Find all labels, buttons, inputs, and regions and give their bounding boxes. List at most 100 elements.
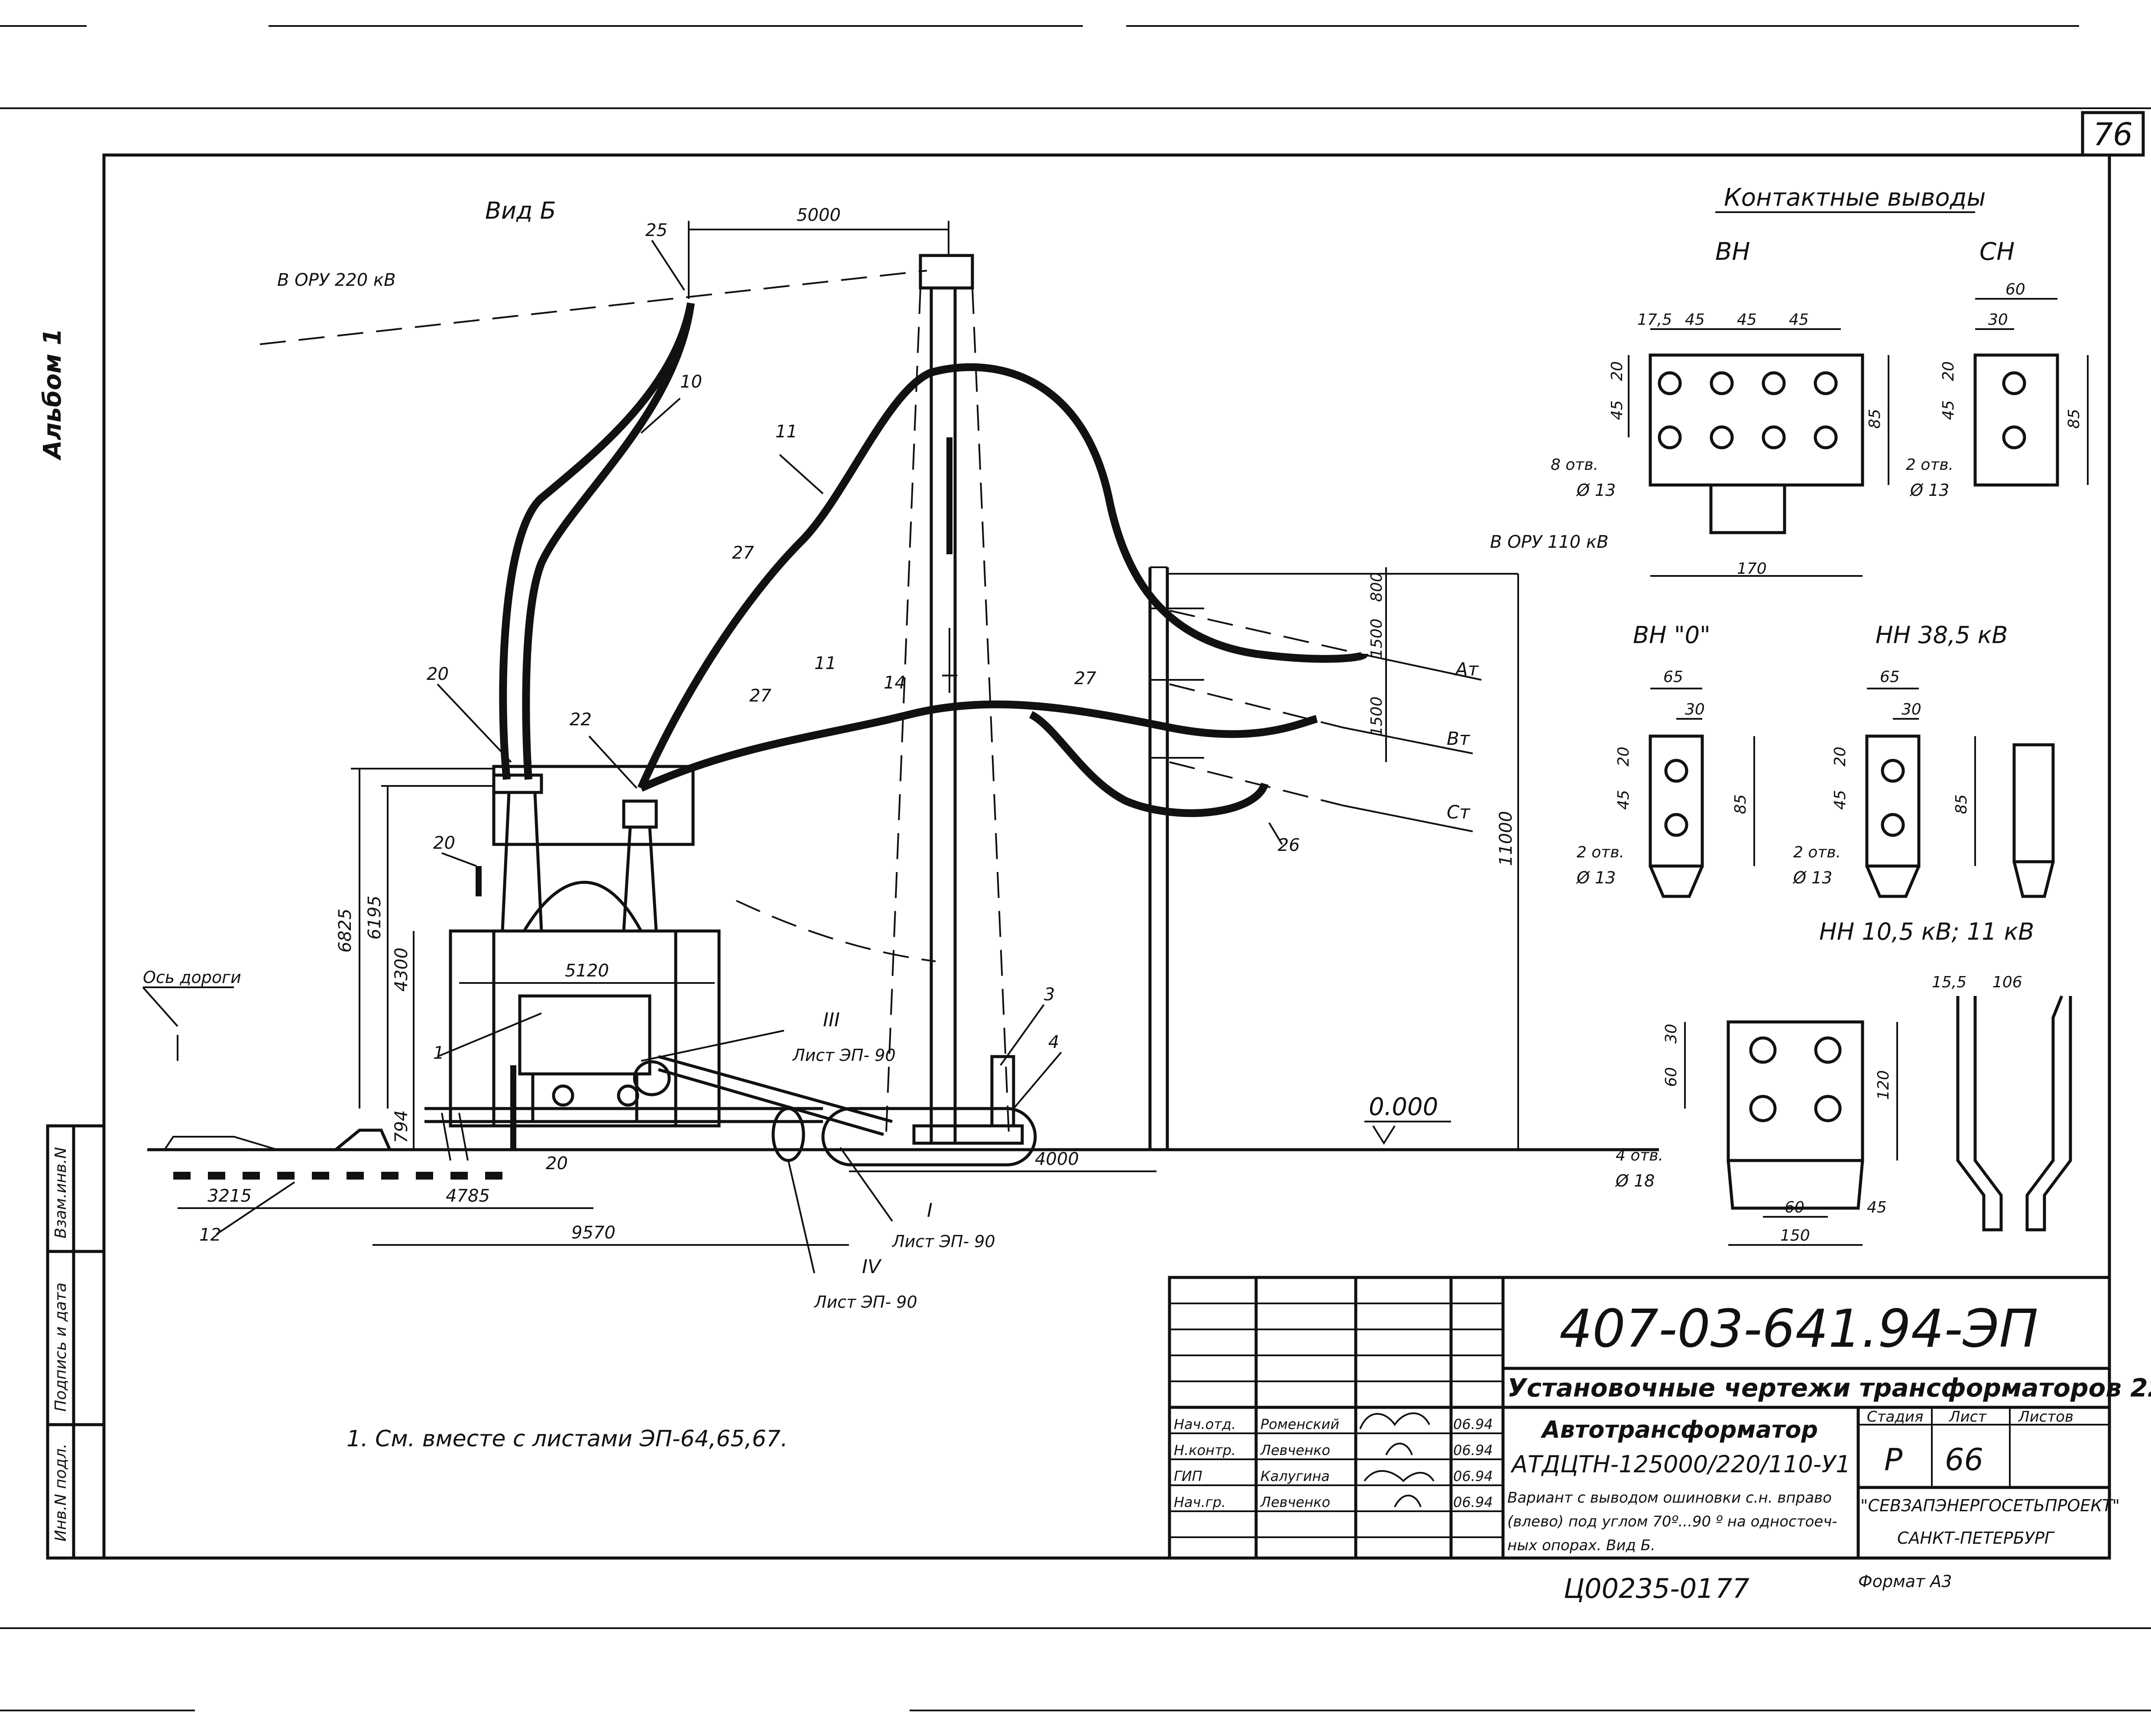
vn0-dim-2: 30 [1685,701,1705,718]
callout-10: 10 [680,372,702,392]
sheet-frame [102,153,2111,1560]
scan-edge-lines [0,25,2151,1711]
sn-dim-1: 60 [2005,281,2025,298]
variant-line-3: ных опорах. Вид Б. [1507,1537,1655,1554]
sheets-header: Листов [2018,1408,2073,1426]
vn0-dim-3: 20 [1615,747,1633,766]
sn-dim-4: 45 [1940,400,1957,420]
terminal-vn: ВН 17,5 45 45 45 20 45 85 170 8 отв. Ø 1… [1551,238,1889,578]
sn-dim-3: 20 [1940,361,1957,381]
nn105-title: НН 10,5 кВ; 11 кВ [1819,918,2034,945]
vn0-title: ВН "0" [1633,621,1710,649]
terminal-sn: СН 60 30 20 45 85 2 отв. Ø 13 [1906,238,2089,500]
node-ellipse-2 [771,1107,805,1162]
sn-dia: Ø 13 [1909,481,1949,500]
dim-1500a: 1500 [1368,618,1386,658]
stage-value: Р [1884,1442,1903,1477]
label-phase-bm: Вт [1447,728,1471,749]
label-oru-110: В ОРУ 110 кВ [1490,532,1609,552]
vn-dim-2: 45 [1685,311,1705,329]
dim-4300: 4300 [392,947,411,992]
vn-dim-4: 45 [1789,311,1809,329]
callout-12: 12 [199,1225,221,1245]
label-phase-cm: Ст [1447,802,1471,823]
nn385-dim-5: 85 [1953,794,1970,814]
nn105-dim-3: 30 [1662,1024,1680,1044]
signer-date-2: 06.94 [1453,1442,1493,1458]
callout-11a: 11 [775,422,797,442]
nn105-dim-6: 60 [1785,1199,1804,1216]
node-ellipse-3 [821,1107,1037,1167]
side-stamp-1: Взам.инв.N [52,1147,70,1238]
sn-dim-2: 30 [1988,311,2008,329]
dim-5120: 5120 [565,961,609,981]
dim-800: 800 [1368,572,1386,602]
callout-26: 26 [1278,835,1300,855]
dim-6195: 6195 [365,895,385,940]
variant-line-1: Вариант с выводом ошиновки с.н. вправо [1507,1489,1832,1506]
vn-dim-1: 17,5 [1637,311,1672,329]
node-IV: IV [862,1256,882,1278]
label-road-axis: Ось дороги [143,968,241,987]
callout-11b: 11 [814,653,836,673]
label-oru-220: В ОРУ 220 кВ [277,270,396,290]
nn385-dia: Ø 13 [1792,868,1832,887]
signer-role-1: Нач.отд. [1174,1416,1236,1432]
nn105-dim-8: 150 [1780,1227,1810,1245]
page-number-box [2081,111,2145,157]
signer-date-4: 06.94 [1453,1494,1493,1510]
dim-794: 794 [392,1110,411,1143]
nn105-dim-1: 15,5 [1932,973,1966,991]
signer-date-3: 06.94 [1453,1468,1493,1484]
dim-3215: 3215 [207,1186,252,1206]
dim-5000: 5000 [797,205,841,225]
album-label: Альбом 1 [39,328,67,461]
portal-mast [885,254,1024,1145]
terminal-nn105: НН 10,5 кВ; 11 кВ 15,5 106 30 60 120 60 … [1615,918,2072,1246]
vn0-dim-4: 45 [1615,790,1633,810]
dimension-lines [178,221,1519,1246]
dim-9570: 9570 [571,1223,615,1243]
nn385-dim-1: 65 [1880,668,1900,686]
signer-role-2: Н.контр. [1174,1442,1236,1458]
nn105-dim-2: 106 [1992,973,2022,991]
callout-25: 25 [645,220,667,240]
signer-role-4: Нач.гр. [1174,1494,1226,1510]
device-title: Автотрансформатор [1540,1416,1818,1443]
signer-name-4: Левченко [1260,1494,1330,1510]
callout-20b: 20 [433,833,455,853]
label-phase-am: Ат [1454,659,1479,680]
nn105-dim-4: 60 [1662,1067,1680,1087]
base-rails [164,1055,893,1161]
signer-date-1: 06.94 [1453,1416,1493,1432]
callout-1: 1 [433,1043,444,1063]
side-stamp: Взам.инв.N Подпись и дата Инв.N подл. [46,1124,106,1560]
dim-6825: 6825 [335,908,355,953]
callout-22: 22 [570,710,592,730]
sn-holes: 2 отв. [1906,456,1953,474]
nn385-dim-3: 20 [1831,747,1849,766]
signer-name-1: Роменский [1260,1416,1339,1432]
project-title: Установочные чертежи трансформаторов 220… [1507,1373,2151,1403]
label-zero-level: 0.000 [1369,1093,1438,1121]
vn-dia: Ø 13 [1576,481,1616,500]
general-note: 1. См. вместе с листами ЭП-64,65,67. [347,1426,788,1452]
nn385-title: НН 38,5 кВ [1876,621,2008,649]
sheet-ref-1: Лист ЭП- 90 [792,1046,896,1065]
callout-4: 4 [1048,1032,1059,1052]
callout-numbers: 25 10 11 27 27 11 14 27 20 22 20 1 3 4 2… [199,220,1300,1245]
callout-14: 14 [884,673,906,693]
vn0-dia: Ø 13 [1576,868,1616,887]
vn-dim-3: 45 [1737,311,1757,329]
right-support [1148,566,1482,1150]
sheet-ref-2: Лист ЭП- 90 [891,1232,995,1251]
callout-27b: 27 [749,686,771,706]
format-label: Формат А3 [1858,1572,1952,1591]
node-III: III [823,1009,840,1031]
nn105-dim-7: 45 [1867,1199,1887,1216]
vn-title: ВН [1715,238,1750,266]
stage-header: Стадия [1867,1408,1923,1426]
nn385-holes: 2 отв. [1793,844,1841,861]
side-stamp-3: Инв.N подл. [52,1444,70,1542]
